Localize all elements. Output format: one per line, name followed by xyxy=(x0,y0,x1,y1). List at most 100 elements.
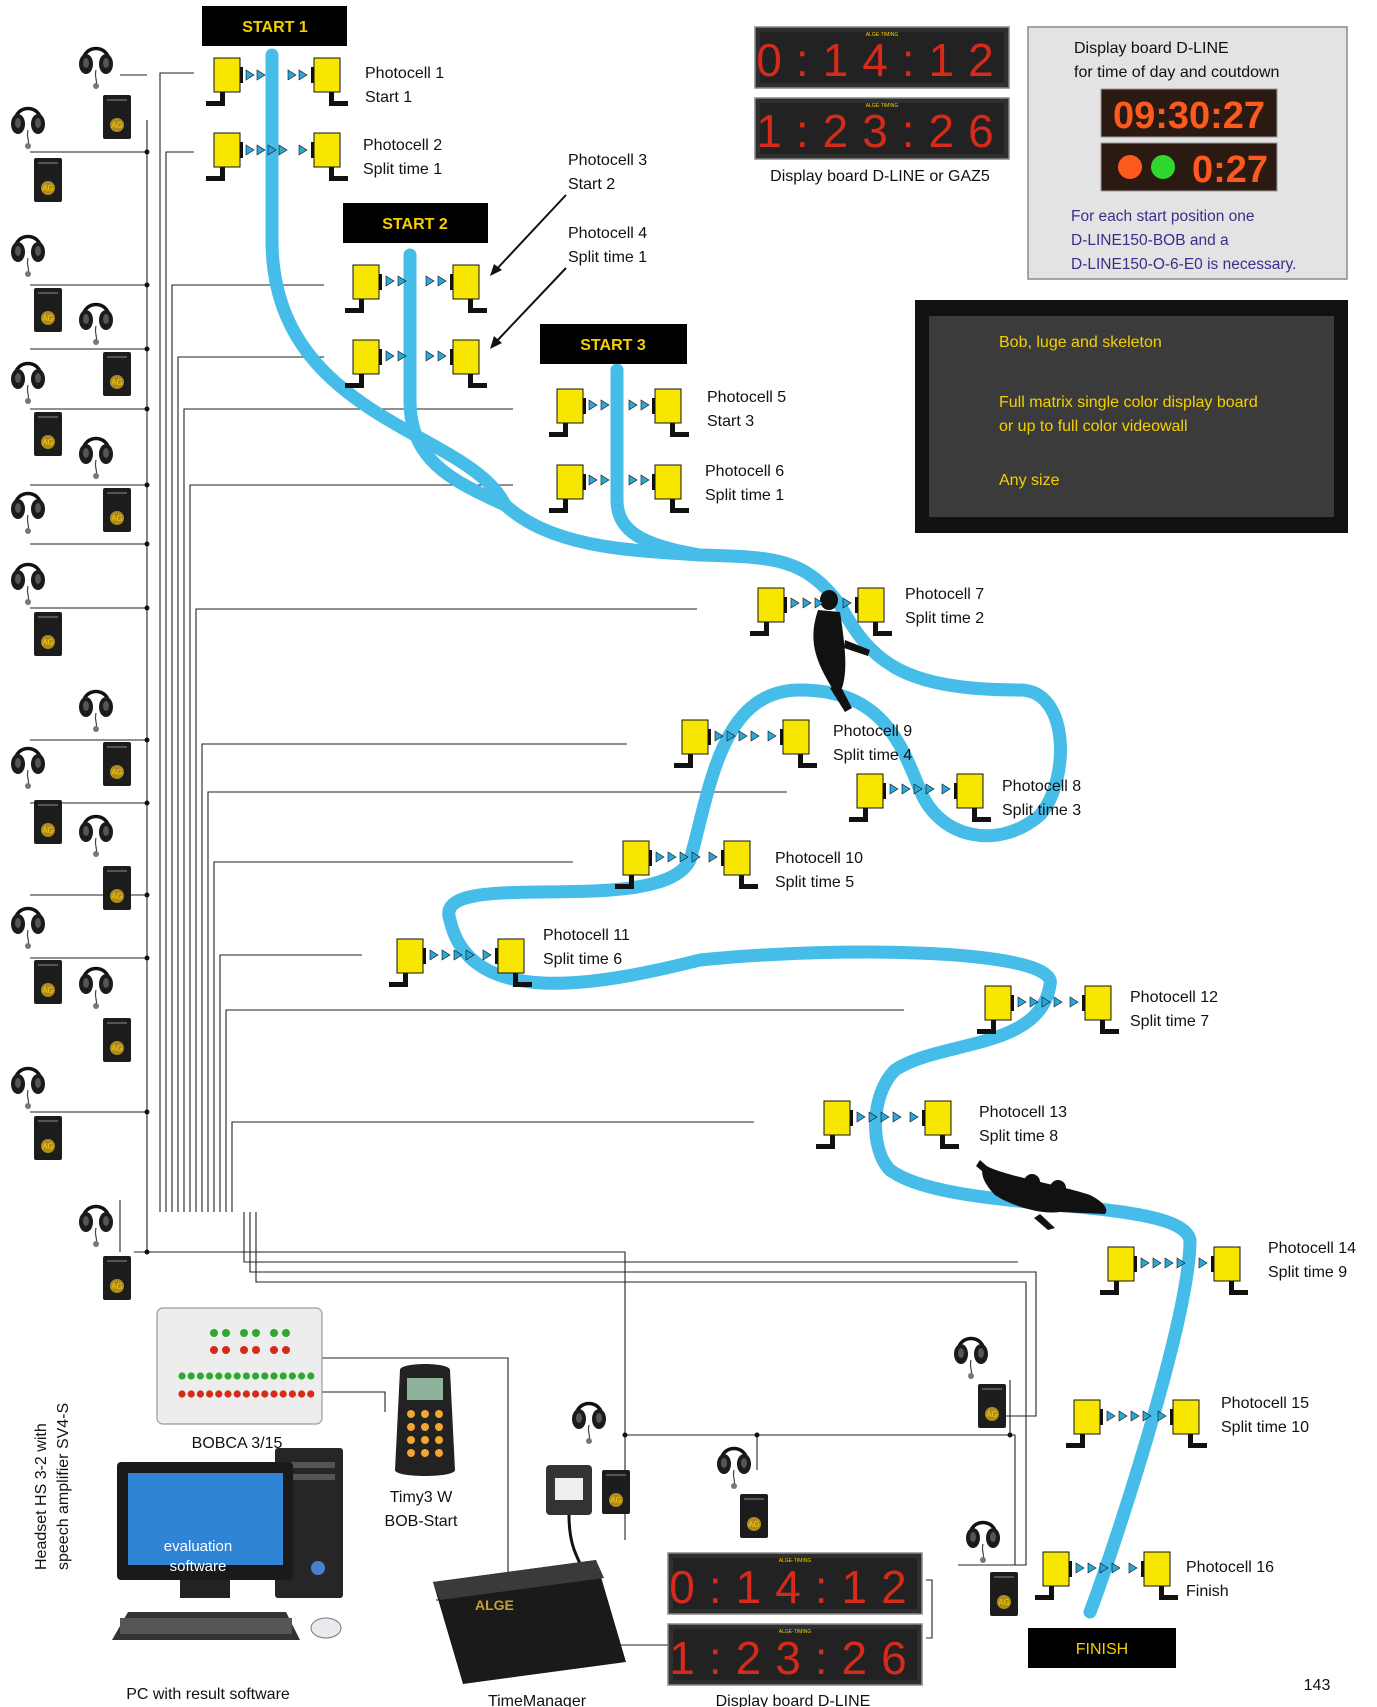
photocell-16: Photocell 16 Finish xyxy=(1035,1552,1274,1600)
svg-text:Finish: Finish xyxy=(1186,1583,1229,1600)
bobca-led-red xyxy=(224,1390,231,1397)
svg-text:1:23:26: 1:23:26 xyxy=(669,1632,920,1684)
headset-icon xyxy=(79,1207,113,1248)
svg-text:Photocell 5: Photocell 5 xyxy=(707,389,786,406)
headset-icon xyxy=(11,909,45,950)
bobca-led-red xyxy=(270,1390,277,1397)
headset-icon xyxy=(79,817,113,858)
svg-text:Photocell 7: Photocell 7 xyxy=(905,586,984,603)
headset-icon xyxy=(717,1449,751,1490)
bobca-led-green xyxy=(243,1372,250,1379)
svg-text:START 1: START 1 xyxy=(242,19,308,36)
svg-text:Split time 4: Split time 4 xyxy=(833,747,912,764)
traffic-light-green-icon xyxy=(1151,155,1175,179)
svg-text:Photocell 2: Photocell 2 xyxy=(363,137,442,154)
svg-text:Split time 5: Split time 5 xyxy=(775,874,854,891)
pc-computer-icon: evaluation software PC with result softw… xyxy=(112,1448,343,1703)
bobca-led-green xyxy=(280,1372,287,1379)
svg-text:Photocell 9: Photocell 9 xyxy=(833,723,912,740)
svg-text:Photocell 14: Photocell 14 xyxy=(1268,1240,1356,1257)
bobca-device: BOBCA 3/15 xyxy=(157,1308,322,1452)
amplifier-icon xyxy=(34,158,62,202)
matrix-display-board: Bob, luge and skeleton Full matrix singl… xyxy=(915,300,1348,533)
photocell-1: Photocell 1 Start 1 xyxy=(206,58,444,106)
svg-text:Photocell 1: Photocell 1 xyxy=(365,65,444,82)
amplifier-icon xyxy=(103,1018,131,1062)
svg-text:Any size: Any size xyxy=(999,472,1060,489)
bobca-led-green xyxy=(234,1372,241,1379)
start-1-label: START 1 xyxy=(202,6,347,46)
amplifier-icon xyxy=(34,288,62,332)
amplifier-icon xyxy=(103,742,131,786)
amplifier-icon xyxy=(978,1384,1006,1428)
photocell-6: Photocell 6 Split time 1 xyxy=(549,463,784,513)
timemanager-device: ALGE TimeManager xyxy=(433,1465,626,1707)
amplifier-icon xyxy=(103,488,131,532)
svg-text:Split time 2: Split time 2 xyxy=(905,610,984,627)
svg-text:Start 2: Start 2 xyxy=(568,176,615,193)
amplifier-icon xyxy=(103,95,131,139)
svg-text:Headset HS 3-2 with: Headset HS 3-2 with xyxy=(33,1423,50,1570)
svg-text:BOBCA 3/15: BOBCA 3/15 xyxy=(192,1435,283,1452)
svg-text:Split time 3: Split time 3 xyxy=(1002,802,1081,819)
svg-text:D-LINE150-O-6-E0 is necessary.: D-LINE150-O-6-E0 is necessary. xyxy=(1071,256,1296,273)
svg-text:Split time 1: Split time 1 xyxy=(705,487,784,504)
svg-text:Photocell 16: Photocell 16 xyxy=(1186,1559,1274,1576)
svg-text:0:27: 0:27 xyxy=(1192,149,1268,191)
photocell-5: Photocell 5 Start 3 xyxy=(549,389,786,437)
bobca-led-red xyxy=(298,1390,305,1397)
bobca-led-red xyxy=(188,1390,195,1397)
headset-icon xyxy=(79,439,113,480)
amplifier-icon xyxy=(34,1116,62,1160)
svg-text:Photocell 15: Photocell 15 xyxy=(1221,1395,1309,1412)
bobca-led-red xyxy=(307,1390,314,1397)
svg-text:Photocell 10: Photocell 10 xyxy=(775,850,863,867)
svg-text:Start 1: Start 1 xyxy=(365,89,412,106)
svg-text:Display board D-LINE or GAZ5: Display board D-LINE or GAZ5 xyxy=(770,168,990,185)
bobca-led-red xyxy=(280,1390,287,1397)
headset-icon xyxy=(572,1404,606,1445)
bobca-led-red xyxy=(289,1390,296,1397)
headset-icon xyxy=(79,692,113,733)
svg-text:Display board D-LINE: Display board D-LINE xyxy=(1074,40,1229,57)
svg-text:Display board D-LINE: Display board D-LINE xyxy=(716,1693,871,1707)
headset-icon xyxy=(11,749,45,790)
svg-text:Photocell 8: Photocell 8 xyxy=(1002,778,1081,795)
svg-text:START 3: START 3 xyxy=(580,337,646,354)
bobca-led-green xyxy=(206,1372,213,1379)
svg-text:ALGE: ALGE xyxy=(475,1597,514,1613)
bobca-led-green xyxy=(215,1372,222,1379)
amplifier-icon xyxy=(103,1256,131,1300)
timy3w-device: Timy3 W BOB-Start xyxy=(385,1364,458,1530)
amplifier-icon xyxy=(34,800,62,844)
svg-text:Split time 9: Split time 9 xyxy=(1268,1264,1347,1281)
headset-icon xyxy=(79,49,113,90)
top-display-boards: ALGE-TIMING 0:14:12 ALGE-TIMING 1:23:26 … xyxy=(755,27,1009,185)
svg-text:FINISH: FINISH xyxy=(1076,1641,1128,1658)
svg-text:Timy3 W: Timy3 W xyxy=(390,1489,453,1506)
bobca-led-red xyxy=(178,1390,185,1397)
svg-text:Full matrix single color displ: Full matrix single color display board xyxy=(999,394,1258,411)
svg-text:Split time 1: Split time 1 xyxy=(363,161,442,178)
bobca-led-red xyxy=(261,1390,268,1397)
bobca-led-green xyxy=(270,1372,277,1379)
svg-text:START 2: START 2 xyxy=(382,216,448,233)
svg-text:software: software xyxy=(170,1558,227,1575)
bobca-led-green xyxy=(252,1372,259,1379)
amplifier-icon xyxy=(34,612,62,656)
svg-text:Split time 7: Split time 7 xyxy=(1130,1013,1209,1030)
headset-caption: Headset HS 3-2 with speech amplifier SV4… xyxy=(33,1403,72,1570)
bobca-led-red xyxy=(243,1390,250,1397)
headset-icon xyxy=(11,1069,45,1110)
svg-text:BOB-Start: BOB-Start xyxy=(385,1513,458,1530)
svg-text:Photocell 6: Photocell 6 xyxy=(705,463,784,480)
svg-text:Split time 8: Split time 8 xyxy=(979,1128,1058,1145)
traffic-light-red-icon xyxy=(1118,155,1142,179)
svg-text:1:23:26: 1:23:26 xyxy=(756,105,1007,157)
bobca-led-green xyxy=(261,1372,268,1379)
amplifier-icon xyxy=(34,412,62,456)
svg-text:Split time 6: Split time 6 xyxy=(543,951,622,968)
bottom-display-boards: ALGE-TIMING 0:14:12 ALGE-TIMING 1:23:26 … xyxy=(668,1553,922,1707)
svg-text:0:14:12: 0:14:12 xyxy=(669,1561,920,1613)
